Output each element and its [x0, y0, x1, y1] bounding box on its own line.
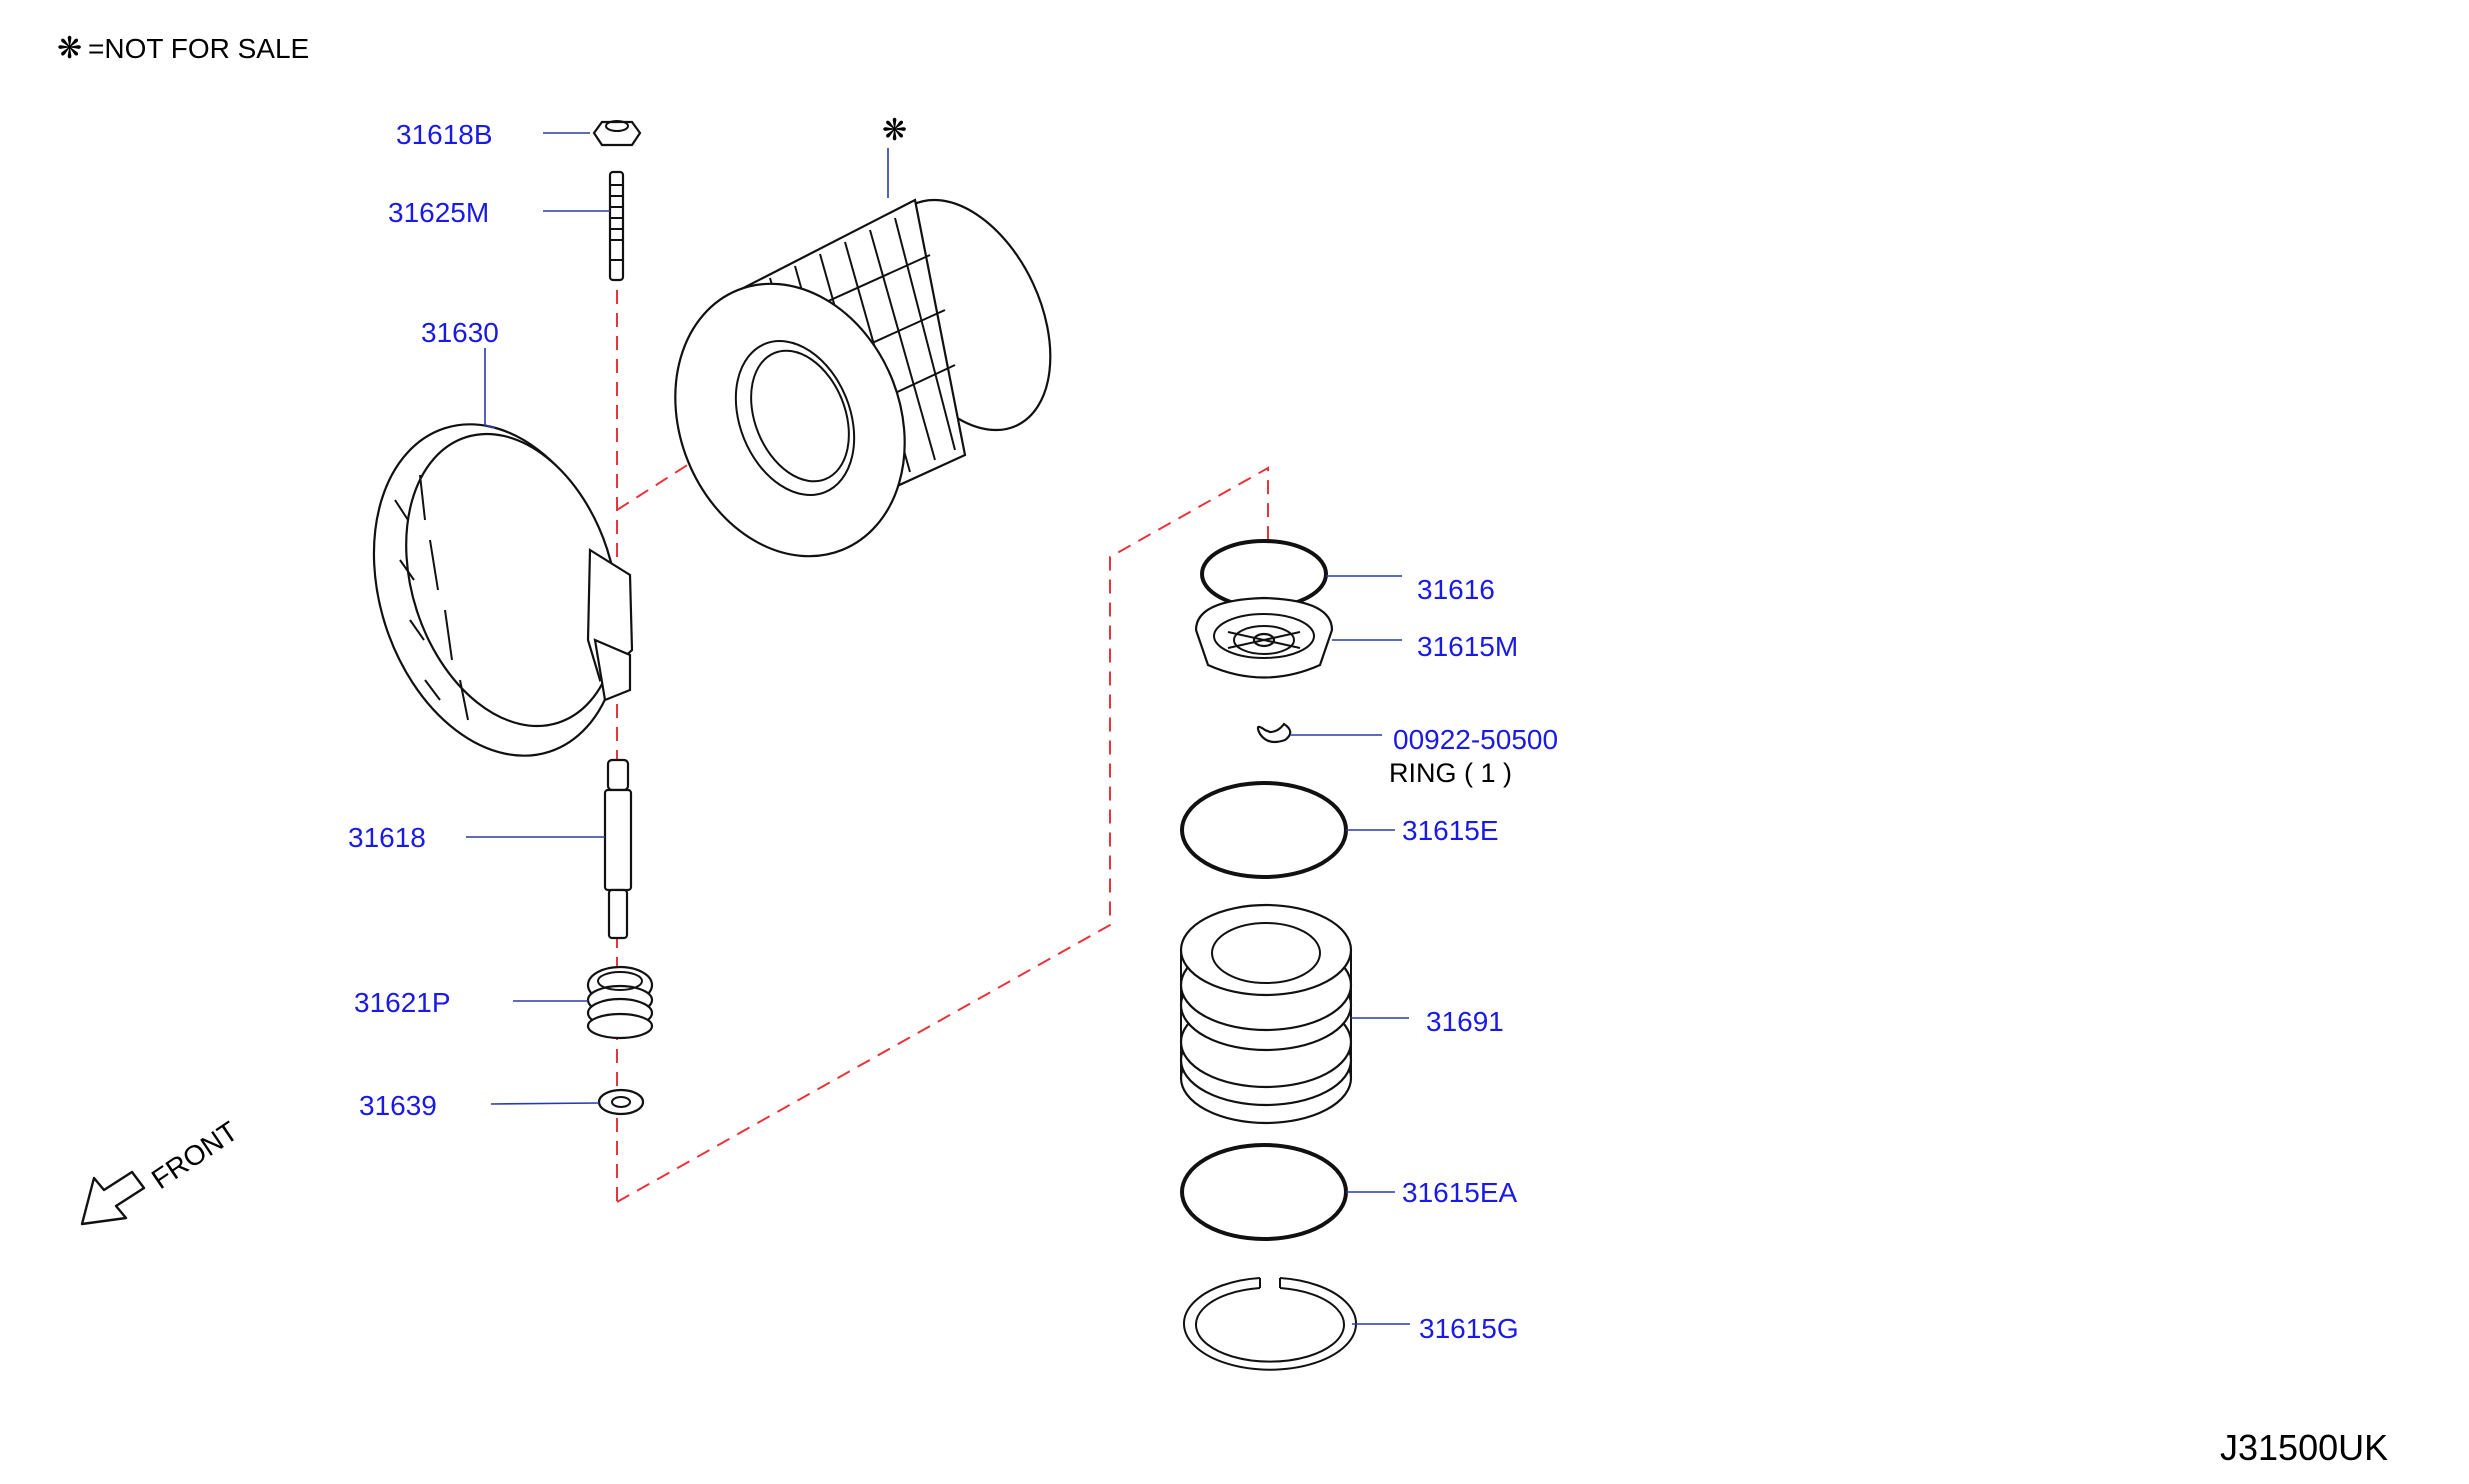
part-31630-brake-band[interactable]	[333, 392, 661, 788]
label-31630[interactable]: 31630	[421, 317, 499, 348]
part-31618-rod[interactable]	[603, 758, 633, 940]
label-31615E[interactable]: 31615E	[1402, 815, 1499, 846]
not-for-sale-mark: ❋	[882, 114, 907, 147]
front-arrow-icon	[80, 1170, 146, 1226]
part-31615M-piston[interactable]	[1194, 596, 1334, 679]
label-31616[interactable]: 31616	[1417, 574, 1495, 605]
assembly-dashed-lines	[616, 290, 1269, 1203]
part-31691-spring-pack[interactable]	[1179, 903, 1353, 1125]
legend-text: =NOT FOR SALE	[88, 33, 309, 64]
part-31615G-snap-ring[interactable]	[1183, 1277, 1357, 1371]
label-31621P[interactable]: 31621P	[354, 987, 451, 1018]
label-31639[interactable]: 31639	[359, 1090, 437, 1121]
label-31615G[interactable]: 31615G	[1419, 1313, 1519, 1344]
label-31625M[interactable]: 31625M	[388, 197, 489, 228]
label-31615EA[interactable]: 31615EA	[1402, 1177, 1518, 1208]
label-ring-note: RING ( 1 )	[1389, 758, 1512, 788]
front-label: FRONT	[146, 1115, 243, 1195]
part-31618B-nut[interactable]	[592, 120, 642, 147]
label-00922-50500[interactable]: 00922-50500	[1393, 724, 1558, 755]
leader-lines	[466, 132, 1410, 1325]
label-31691[interactable]: 31691	[1426, 1006, 1504, 1037]
part-31639-washer[interactable]	[597, 1088, 645, 1116]
part-31615E-o-ring[interactable]	[1180, 781, 1348, 879]
part-31621P-spring[interactable]	[586, 965, 654, 1040]
diagram-code: J31500UK	[2220, 1427, 2388, 1468]
part-00922-50500-ring[interactable]	[1256, 722, 1292, 744]
part-31625M-stud[interactable]	[608, 170, 625, 282]
part-31615EA-o-ring[interactable]	[1180, 1143, 1348, 1241]
legend-symbol: ❋	[57, 32, 82, 65]
part-drum-not-for-sale[interactable]	[636, 173, 1085, 591]
label-31618B[interactable]: 31618B	[396, 119, 493, 150]
label-31615M[interactable]: 31615M	[1417, 631, 1518, 662]
label-31618[interactable]: 31618	[348, 822, 426, 853]
